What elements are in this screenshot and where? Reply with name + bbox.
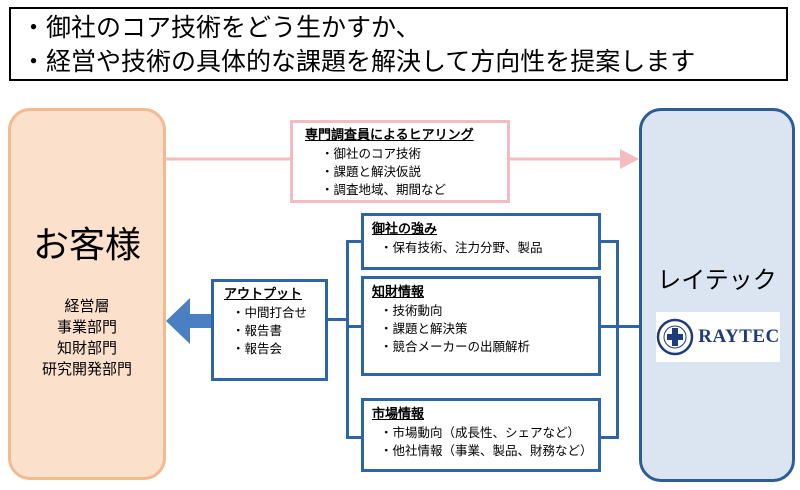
hearing-arrow-head [620,149,639,169]
hearing-item: ・課題と解決仮説 [321,164,422,179]
hearing-item: ・御社のコア技術 [321,146,422,161]
output-box: アウトプット ・中間打合せ ・報告書 ・報告会 [211,279,328,381]
output-item: ・報告会 [232,341,283,356]
service-list: ・市場動向（成長性、シェアなど） ・他社情報（事業、製品、財務など） [372,424,598,460]
output-arrow-head [166,298,190,344]
service-title: 市場情報 [372,407,425,422]
customer-department-list: 経営層 事業部門 知財部門 研究開発部門 [11,296,163,380]
hearing-box: 専門調査員によるヒアリング ・御社のコア技術 ・課題と解決仮説 ・調査地域、期間… [290,120,510,203]
service-item: ・技術動向 [380,303,443,318]
output-title: アウトプット [224,287,303,302]
customer-department: 研究開発部門 [41,360,132,378]
headline-line-2: ・経営や技術の具体的な課題を解決して方向性を提案します [21,47,696,76]
customer-title: お客様 [32,225,141,266]
raytec-logo-icon [657,318,694,356]
hearing-item: ・調査地域、期間など [321,182,447,197]
service-list: ・技術動向 ・課題と解決策 ・競合メーカーの出願解析 [372,302,598,356]
service-box-ip: 知財情報 ・技術動向 ・課題と解決策 ・競合メーカーの出願解析 [361,276,601,376]
wire-left-vertical [346,240,349,438]
service-list: ・保有技術、注力分野、製品 [372,239,598,257]
customer-department: 知財部門 [56,339,117,357]
output-item: ・報告書 [232,323,283,338]
wire-left-market [346,436,361,439]
customer-box: お客様 経営層 事業部門 知財部門 研究開発部門 [8,108,166,480]
wire-right-ip [601,325,639,328]
headline-box: ・御社のコア技術をどう生かすか、 ・経営や技術の具体的な課題を解決して方向性を提… [9,7,788,81]
service-title: 知財情報 [372,285,425,300]
output-item: ・中間打合せ [232,305,308,320]
service-item: ・課題と解決策 [380,321,468,336]
service-item: ・他社情報（事業、製品、財務など） [380,443,593,458]
wire-left-strength [346,240,361,243]
hearing-list: ・御社のコア技術 ・課題と解決仮説 ・調査地域、期間など [305,145,507,199]
raytec-logo: RAYTEC [656,312,780,362]
service-item: ・市場動向（成長性、シェアなど） [380,425,581,440]
wire-output [328,318,348,321]
raytec-title: レイテック [657,266,777,294]
service-title: 御社の強み [372,222,438,237]
service-item: ・保有技術、注力分野、製品 [380,240,543,255]
raytec-box: レイテック RAYTEC [639,108,795,482]
raytec-logo-wordmark: RAYTEC [698,326,780,347]
wire-right-vertical [616,240,619,439]
output-arrow-shaft [190,314,211,328]
service-box-market: 市場情報 ・市場動向（成長性、シェアなど） ・他社情報（事業、製品、財務など） [361,398,601,472]
output-list: ・中間打合せ ・報告書 ・報告会 [224,304,325,358]
service-box-strength: 御社の強み ・保有技術、注力分野、製品 [361,213,601,270]
hearing-title: 専門調査員によるヒアリング [305,128,474,143]
customer-department: 経営層 [64,297,110,315]
wire-left-ip [346,325,361,328]
headline-line-1: ・御社のコア技術をどう生かすか、 [21,13,421,42]
wire-right-strength [601,240,618,243]
service-item: ・競合メーカーの出願解析 [380,339,531,354]
wire-right-market [601,436,618,439]
customer-department: 事業部門 [56,318,117,336]
